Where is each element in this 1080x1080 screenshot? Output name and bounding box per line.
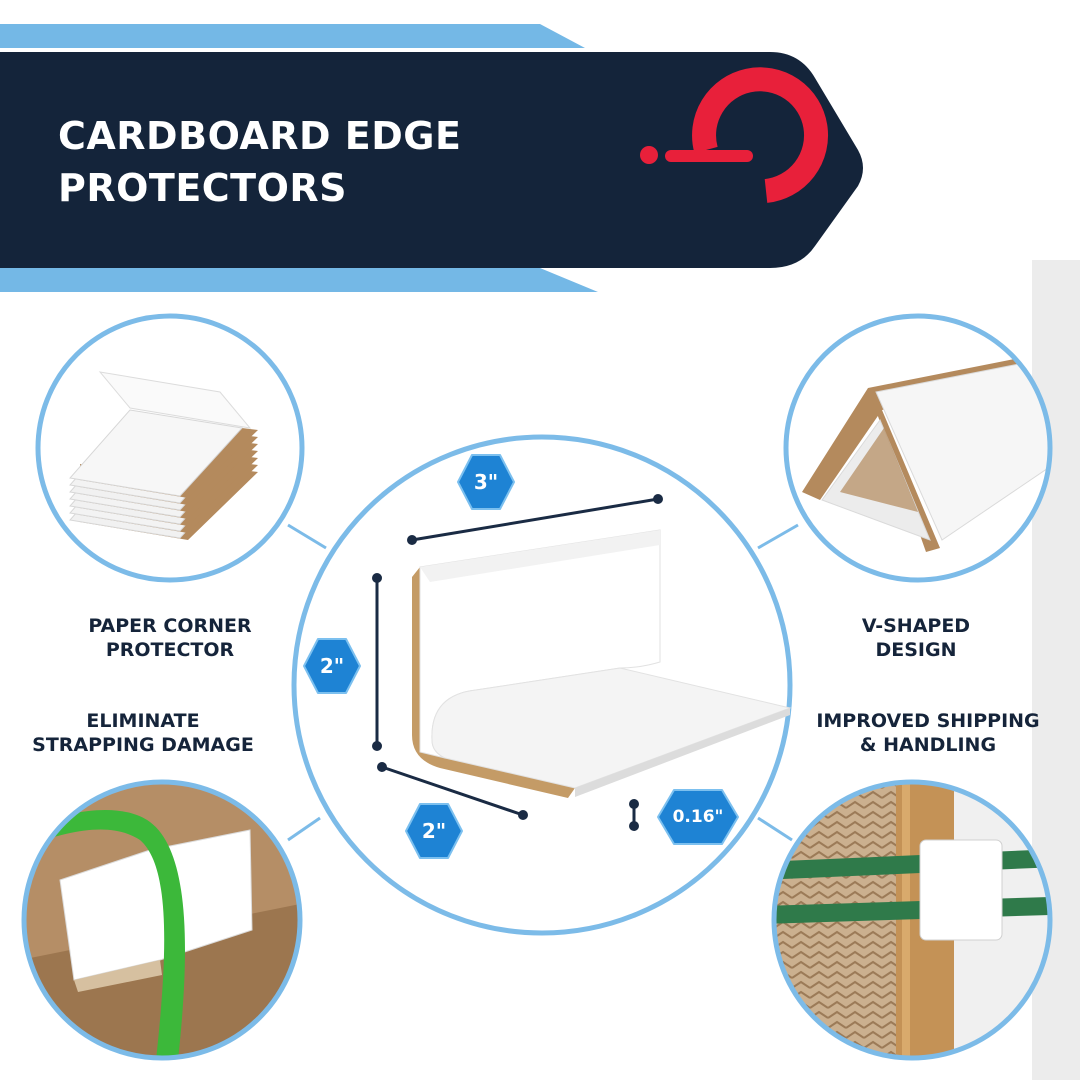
dimension-thickness-label: 0.16" (672, 807, 724, 827)
e-logo-icon (640, 67, 829, 203)
l-protector-image (412, 529, 792, 798)
center-circle (291, 434, 793, 936)
stacked-protectors-image (35, 313, 305, 583)
caption-paper-corner-protector: PAPER CORNER PROTECTOR (88, 615, 252, 661)
caption-improved-shipping-handling: IMPROVED SHIPPING & HANDLING (816, 710, 1040, 756)
v-shaped-protector-image (783, 313, 1053, 583)
dimension-badge-width: 2" (404, 802, 464, 860)
header-banner (0, 24, 863, 292)
dimension-lines (372, 494, 663, 831)
box-with-strap-image (21, 779, 303, 1061)
dimension-badge-height: 2" (302, 637, 362, 695)
connector-lines (287, 523, 799, 842)
caption-eliminate-strapping-damage: ELIMINATE STRAPPING DAMAGE (32, 710, 254, 756)
dimension-badge-length: 3" (456, 453, 516, 511)
dimension-height-label: 2" (319, 654, 345, 678)
caption-v-shaped-design: V-SHAPED DESIGN (861, 615, 971, 661)
dimension-badge-thickness: 0.16" (656, 788, 740, 846)
dimension-length-label: 3" (473, 470, 499, 494)
page-title: CARDBOARD EDGE PROTECTORS (58, 114, 462, 210)
dimension-width-label: 2" (421, 819, 447, 843)
